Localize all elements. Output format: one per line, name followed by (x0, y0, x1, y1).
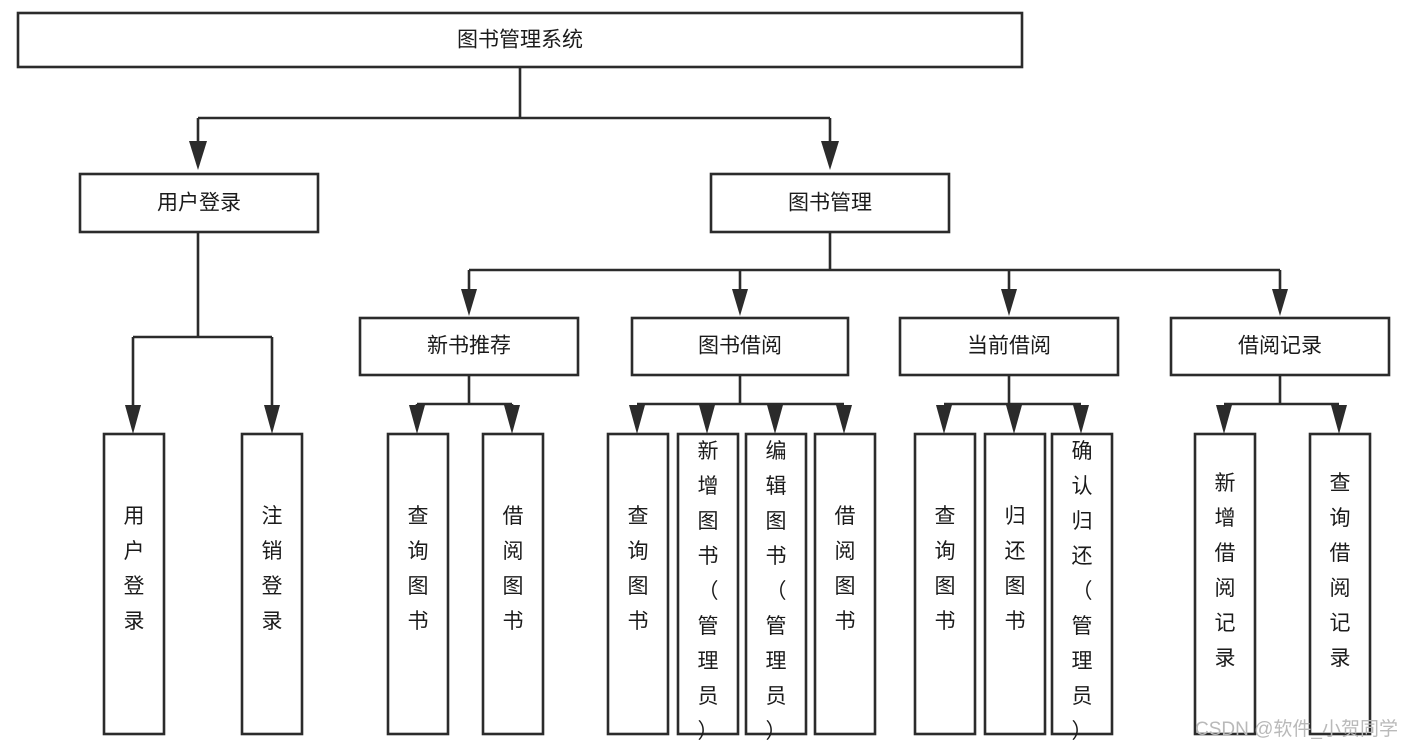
arrow-borrow-leaf2 (699, 405, 715, 434)
leaf-query-book-1-box[interactable] (386, 432, 450, 736)
arrow-root-to-user (189, 141, 207, 170)
arrow-current-leaf2 (1006, 405, 1022, 434)
node-new-book-recommend-label: 新书推荐 (427, 335, 511, 358)
leaf-return-book-label: 归还图书 (1005, 505, 1026, 633)
leaf-borrow-book-1-box[interactable] (481, 432, 545, 736)
leaf-return-book[interactable]: 归还图书 (983, 432, 1047, 736)
leaf-borrow-book-2-box[interactable] (813, 432, 877, 736)
leaf-query-book-3-label: 查询图书 (935, 505, 956, 633)
leaf-logout-label: 注销登录 (262, 505, 283, 633)
leaf-query-borrow-record-label: 查询借阅记录 (1330, 472, 1351, 670)
leaf-borrow-book-2-label: 借阅图书 (835, 505, 856, 633)
node-borrow-record-box[interactable] (1169, 316, 1391, 377)
node-current-borrow-label: 当前借阅 (967, 335, 1051, 358)
leaf-add-book-admin[interactable]: 新增图书（管理员） (676, 432, 740, 743)
arrow-record-leaf2 (1331, 405, 1347, 434)
arrow-borrow-leaf1 (629, 405, 645, 434)
leaf-return-book-box[interactable] (983, 432, 1047, 736)
leaf-query-book-3-box[interactable] (913, 432, 977, 736)
arrow-user-to-leaf1 (125, 405, 141, 434)
leaf-query-book-1-label: 查询图书 (408, 505, 429, 633)
leaf-query-book-2-label: 查询图书 (628, 505, 649, 633)
leaf-edit-book-admin-label: 编辑图书（管理员） (766, 440, 787, 743)
leaf-query-book-2[interactable]: 查询图书 (606, 432, 670, 736)
arrow-current-leaf1 (936, 405, 952, 434)
leaf-add-borrow-record-label: 新增借阅记录 (1215, 472, 1236, 670)
leaf-logout-box[interactable] (240, 432, 304, 736)
node-book-borrow-label: 图书借阅 (698, 335, 782, 358)
leaf-user-login-box[interactable] (102, 432, 166, 736)
arrow-newbook-leaf1 (409, 405, 425, 434)
leaf-confirm-return-admin[interactable]: 确认归还（管理员） (1050, 432, 1114, 743)
node-root-label: 图书管理系统 (457, 29, 583, 52)
leaf-edit-book-admin-box[interactable] (744, 432, 808, 736)
csdn-watermark: CSDN @软件_小贺同学 (1195, 718, 1398, 740)
leaf-query-borrow-record-box[interactable] (1308, 432, 1372, 736)
node-borrow-record-label: 借阅记录 (1238, 335, 1322, 358)
arrow-current-leaf3 (1073, 405, 1089, 434)
arrow-book-to-l3a (461, 289, 477, 316)
arrow-borrow-leaf4 (836, 405, 852, 434)
arrow-record-leaf1 (1216, 405, 1232, 434)
leaf-add-borrow-record[interactable]: 新增借阅记录 (1193, 432, 1257, 736)
node-book-borrow-box[interactable] (630, 316, 850, 377)
node-book-management-label: 图书管理 (788, 192, 872, 215)
leaf-borrow-book-1-label: 借阅图书 (503, 505, 524, 633)
leaf-borrow-book-2[interactable]: 借阅图书 (813, 432, 877, 736)
leaf-add-borrow-record-box[interactable] (1193, 432, 1257, 736)
arrow-user-to-leaf2 (264, 405, 280, 434)
leaf-query-book-3[interactable]: 查询图书 (913, 432, 977, 736)
node-book-management[interactable]: 图书管理 (709, 172, 951, 234)
node-root-box[interactable] (16, 11, 1024, 69)
leaf-confirm-return-admin-label: 确认归还（管理员） (1072, 440, 1093, 743)
node-borrow-record[interactable]: 借阅记录 (1169, 316, 1391, 377)
node-user-login[interactable]: 用户登录 (78, 172, 320, 234)
node-book-borrow[interactable]: 图书借阅 (630, 316, 850, 377)
arrow-book-to-l3c (1001, 289, 1017, 316)
arrow-book-to-l3d (1272, 289, 1288, 316)
arrow-borrow-leaf3 (767, 405, 783, 434)
arrow-newbook-leaf2 (504, 405, 520, 434)
connector-layer (125, 67, 1347, 434)
node-user-login-label: 用户登录 (157, 192, 241, 215)
arrow-book-to-l3b (732, 289, 748, 316)
leaf-borrow-book-1[interactable]: 借阅图书 (481, 432, 545, 736)
node-root[interactable]: 图书管理系统 (16, 11, 1024, 69)
leaf-add-book-admin-box[interactable] (676, 432, 740, 736)
node-current-borrow[interactable]: 当前借阅 (898, 316, 1120, 377)
node-current-borrow-box[interactable] (898, 316, 1120, 377)
leaf-user-login-label: 用户登录 (124, 505, 145, 633)
node-new-book-recommend-box[interactable] (358, 316, 580, 377)
node-book-management-box[interactable] (709, 172, 951, 234)
leaf-query-book-2-box[interactable] (606, 432, 670, 736)
leaf-query-borrow-record[interactable]: 查询借阅记录 (1308, 432, 1372, 736)
leaf-add-book-admin-label: 新增图书（管理员） (698, 440, 719, 743)
leaf-edit-book-admin[interactable]: 编辑图书（管理员） (744, 432, 808, 743)
arrow-root-to-book (821, 141, 839, 170)
leaf-user-login[interactable]: 用户登录 (102, 432, 166, 736)
node-user-login-box[interactable] (78, 172, 320, 234)
leaf-confirm-return-admin-box[interactable] (1050, 432, 1114, 736)
leaf-logout[interactable]: 注销登录 (240, 432, 304, 736)
node-new-book-recommend[interactable]: 新书推荐 (358, 316, 580, 377)
leaf-query-book-1[interactable]: 查询图书 (386, 432, 450, 736)
